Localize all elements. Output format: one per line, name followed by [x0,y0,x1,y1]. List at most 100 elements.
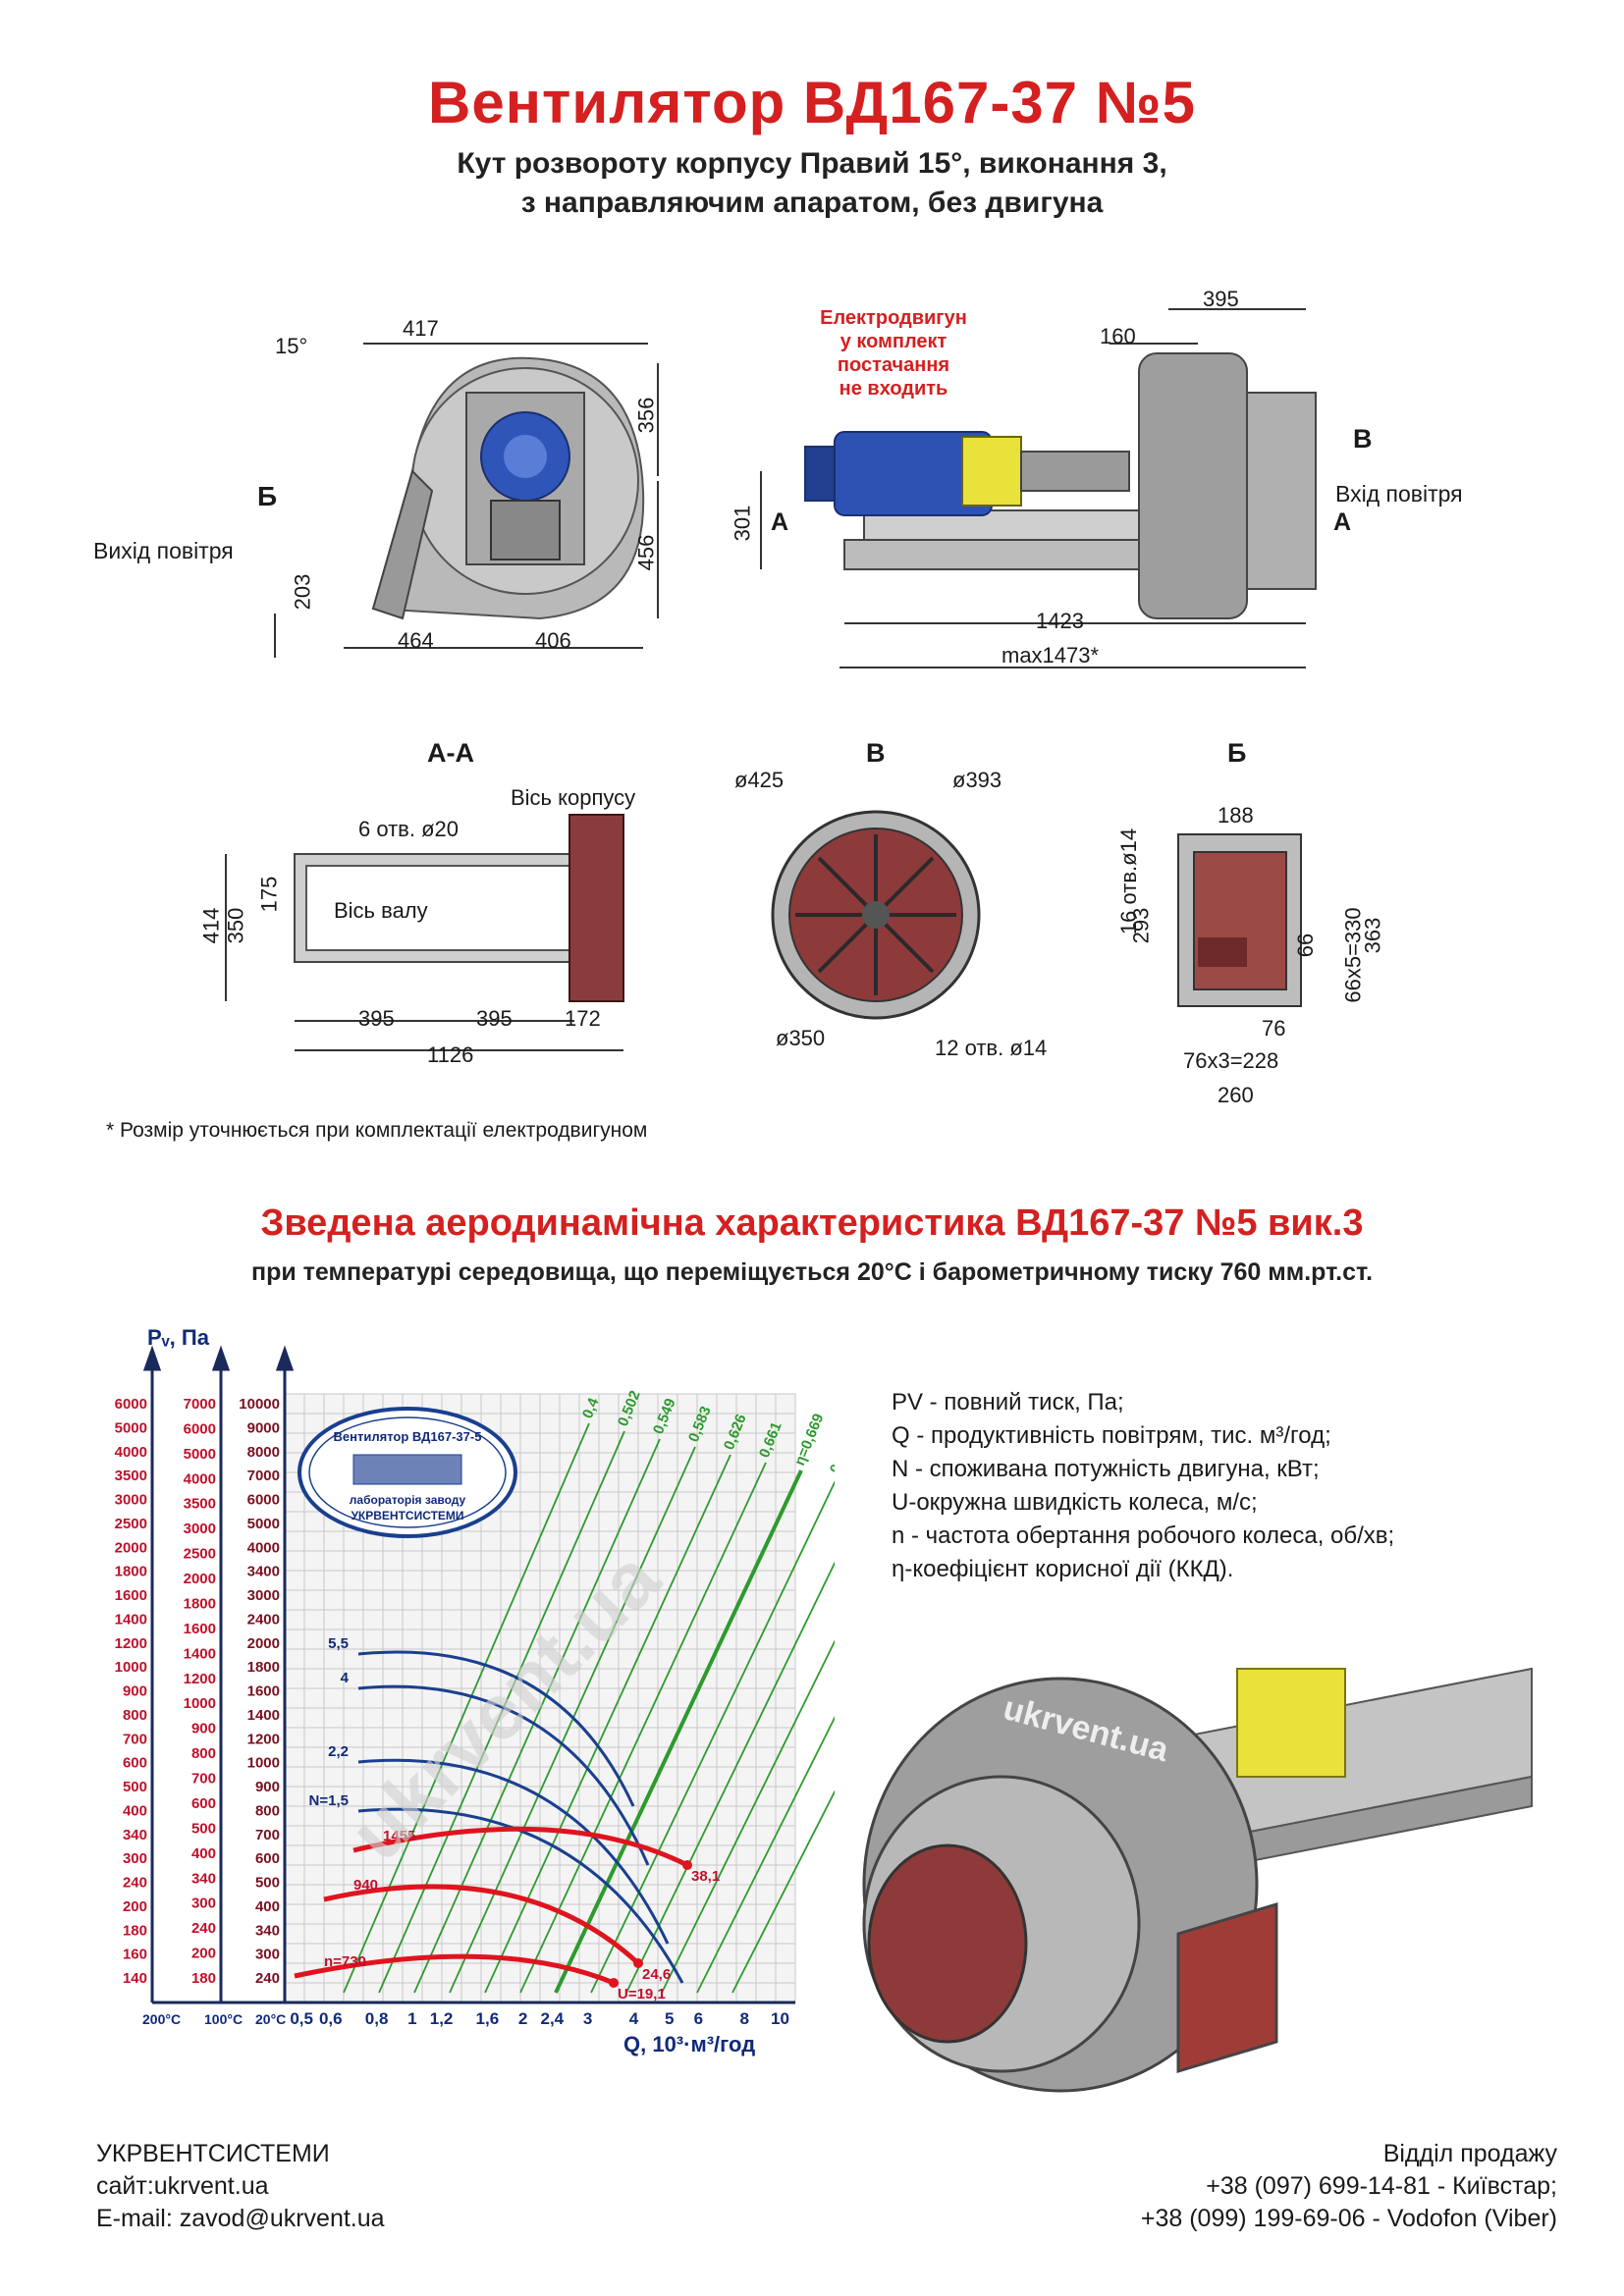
y-tick-100: 600 [191,1795,216,1812]
y-tick-100: 500 [191,1820,216,1837]
y-tick-200: 180 [123,1922,147,1939]
footer-phone-1[interactable]: +38 (097) 699-14-81 - Київстар; [1206,2172,1557,2200]
y-tick-100: 2500 [184,1546,216,1563]
dim-b-76: 76 [1262,1016,1286,1041]
speed-curve [352,1826,689,1868]
dim-b-228: 76x3=228 [1183,1048,1279,1073]
speed-curve [323,1884,640,1965]
y-tick-200: 3500 [115,1468,147,1484]
y-tick-20: 600 [255,1850,280,1867]
efficiency-line [731,1789,835,1994]
section-aa-drawing [225,814,624,1051]
power-lines: 5,542,2N=1,5 [309,1635,684,1984]
dim-b-293: 293 [1128,907,1154,944]
efficiency-line [519,1462,767,1994]
dim-side-offset: 160 [1100,324,1136,348]
x-axis-title: Q, 10³·м³/год [623,2032,755,2056]
y-tick-100: 1000 [184,1695,216,1712]
x-tick-label: 2,4 [541,2009,565,2028]
speed-curve-endpoint [682,1860,692,1870]
dim-aa-1126: 1126 [427,1042,474,1067]
x-tick-label: 10 [771,2009,789,2028]
y-tick-200: 900 [123,1683,147,1700]
y-tick-200: 800 [123,1707,147,1724]
side-view-drawing [760,308,1317,668]
axes [142,1345,795,2004]
dim-front-angle: 15° [275,334,308,358]
dim-b-260: 260 [1218,1083,1254,1107]
legend-n-speed: n - частота обертання робочого колеса, о… [892,1522,1395,1549]
dim-b-363: 363 [1360,917,1385,954]
x-tick-label: 0,6 [319,2009,343,2028]
x-tick-label: 3 [583,2009,592,2028]
y-tick-20: 2000 [247,1635,280,1652]
dim-aa-175: 175 [256,876,282,913]
speed-label: n=730 [324,1953,366,1970]
tip-speed-label: U=19,1 [618,1986,666,2002]
y-tick-20: 8000 [247,1444,280,1461]
y-tick-100: 300 [191,1896,216,1912]
power-label: N=1,5 [309,1792,349,1809]
temp-20: 20°С [255,2011,286,2027]
y-tick-200: 160 [123,1947,147,1963]
efficiency-line [696,1715,835,1994]
efficiency-line [484,1454,731,1994]
x-tick-label: 1,2 [430,2009,454,2028]
y-tick-20: 3400 [247,1564,280,1580]
chart-subtitle: при температурі середовища, що переміщує… [250,1258,1374,1286]
y-axis-labels: 6000500040003500300025002000180016001400… [115,1396,280,1987]
power-curve [357,1807,684,1984]
efficiency-line [590,1480,835,1994]
y-tick-200: 1600 [115,1587,147,1604]
footer-phone-2[interactable]: +38 (099) 199-69-06 - Vodofon (Viber) [1140,2205,1557,2232]
y-tick-200: 5000 [115,1419,147,1436]
dim-v-393: ø393 [952,768,1002,792]
motor-note-line-1: Електродвигун [820,307,967,329]
y-tick-20: 700 [255,1827,280,1843]
legend-u: U-окружна швидкість колеса, м/с; [892,1489,1258,1516]
efficiency-line [343,1422,590,1994]
y-tick-200: 240 [123,1875,147,1892]
power-curve [357,1650,635,1807]
speed-curve-endpoint [633,1958,643,1968]
motor-note-line-3: не входить [839,378,948,400]
y-tick-20: 2400 [247,1611,280,1628]
y-tick-200: 1400 [115,1611,147,1628]
y-tick-100: 2000 [184,1571,216,1587]
dim-front-lower: 456 [633,534,659,571]
efficiency-label: 0,647 [827,1435,835,1475]
section-aa-title: А-А [427,738,474,768]
section-marker-b: Б [257,481,278,511]
y-tick-100: 5000 [184,1446,216,1463]
y-axis-title: Pᵥ, Па [147,1325,210,1350]
y-tick-200: 700 [123,1731,147,1747]
y-tick-100: 7000 [184,1396,216,1413]
footer-left: УКРВЕНТСИСТЕМИ сайт:ukrvent.ua E-mail: z… [96,2138,385,2235]
footer-right: Відділ продажу +38 (097) 699-14-81 - Киї… [1141,2138,1557,2235]
badge-line-1: Вентилятор ВД167-37-5 [334,1429,482,1444]
y-tick-100: 180 [191,1970,216,1987]
speed-curve [294,1953,615,1986]
dim-v-350: ø350 [776,1026,826,1050]
y-tick-20: 340 [255,1922,280,1939]
footer-site[interactable]: сайт:ukrvent.ua [96,2172,269,2200]
section-b-title: Б [1227,738,1247,768]
speed-label: 1455 [383,1828,415,1844]
dim-front-width: 417 [403,316,439,341]
y-tick-100: 700 [191,1771,216,1788]
y-tick-100: 1400 [184,1645,216,1662]
y-tick-200: 1800 [115,1564,147,1580]
y-tick-200: 3000 [115,1492,147,1509]
subtitle-line-2: з направляючим апаратом, без двигуна [520,187,1104,219]
y-tick-20: 7000 [247,1468,280,1484]
section-marker-a-left: А [771,508,789,536]
x-tick-label: 6 [694,2009,703,2028]
y-tick-200: 500 [123,1779,147,1795]
footer-email[interactable]: E-mail: zavod@ukrvent.ua [96,2205,385,2232]
efficiency-line [378,1430,625,1994]
dim-side-height: 301 [730,505,755,542]
y-tick-20: 300 [255,1947,280,1963]
y-tick-20: 4000 [247,1539,280,1556]
